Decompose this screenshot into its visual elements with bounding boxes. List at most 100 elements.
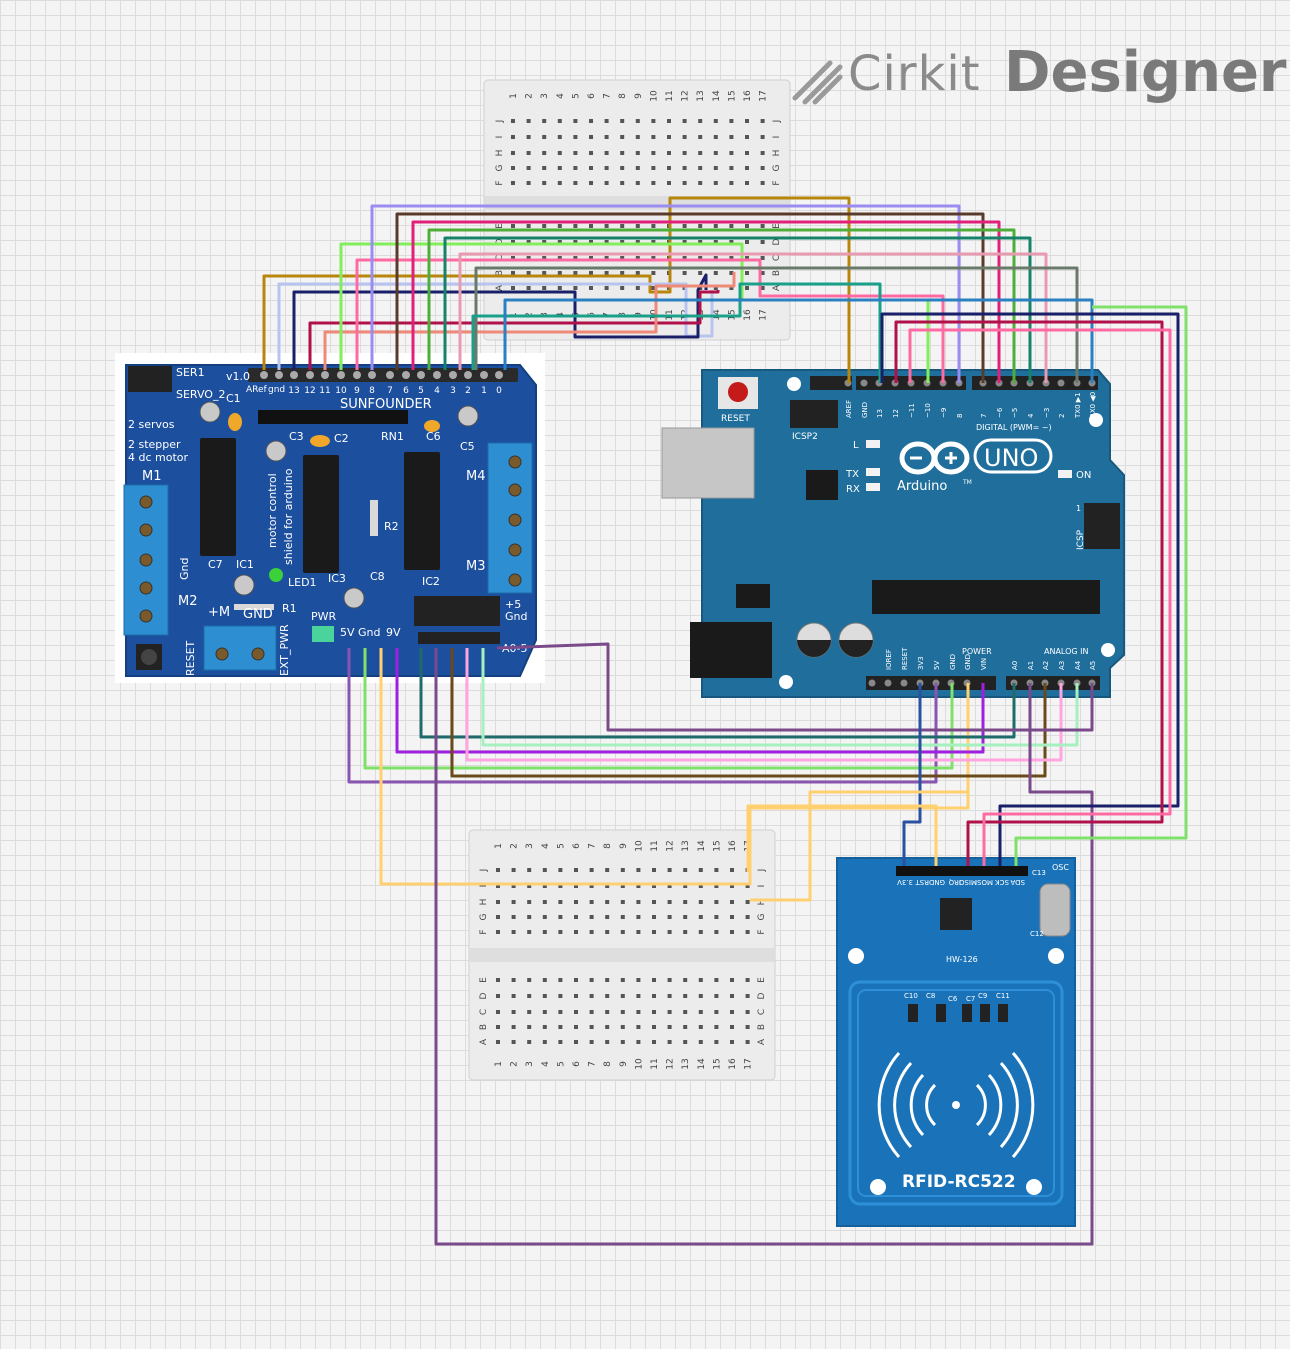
breadboard-row-letter: B: [495, 270, 505, 276]
breadboard-column-number: 16: [728, 1058, 738, 1070]
breadboard-hole: [651, 181, 656, 185]
shield-header-pin[interactable]: [306, 371, 314, 379]
arduino-digital-pin[interactable]: [860, 379, 868, 387]
breadboard-row-letter: E: [772, 223, 782, 229]
shield-header-pin[interactable]: [368, 371, 376, 379]
shield-rn1-label: RN1: [381, 430, 404, 443]
breadboard-hole: [760, 240, 765, 244]
shield-servos-label: 2 servos: [128, 418, 175, 431]
breadboard-hole: [604, 181, 609, 185]
breadboard-row-letter: B: [479, 1024, 489, 1030]
arduino-digital-pin-label: TX0 ▶1: [1074, 392, 1082, 419]
breadboard-hole: [542, 224, 547, 228]
shield-header-pin[interactable]: [464, 371, 472, 379]
arduino-digital-pin-label: ~9: [940, 408, 948, 418]
rfid-rc522-module: OSC HW-126 RFID-RC522 C10 C8 C6 C7 C9 C1…: [836, 857, 1076, 1227]
arduino-power-pin[interactable]: [868, 679, 876, 687]
breadboard-hole: [589, 271, 593, 275]
shield-header-pin[interactable]: [353, 371, 361, 379]
shield-header-pin[interactable]: [449, 371, 457, 379]
shield-ic1-label: IC1: [236, 558, 254, 571]
breadboard-hole: [558, 930, 563, 934]
shield-ic2-label: IC2: [422, 575, 440, 588]
breadboard-hole: [730, 1040, 734, 1044]
breadboard-hole: [605, 1025, 610, 1029]
shield-header-pin[interactable]: [337, 371, 345, 379]
breadboard-hole: [511, 900, 516, 904]
breadboard-hole: [745, 256, 749, 260]
arduino-power-pin[interactable]: [884, 679, 892, 687]
rfid-c12-label: C12: [1030, 930, 1044, 938]
breadboard-hole: [589, 868, 594, 872]
breadboard-hole: [729, 256, 734, 260]
breadboard-hole: [713, 135, 718, 139]
breadboard-hole: [635, 135, 640, 139]
breadboard-hole: [620, 915, 625, 919]
breadboard-hole: [714, 1025, 719, 1029]
breadboard-hole: [589, 1040, 594, 1044]
breadboard-hole: [558, 978, 563, 982]
breadboard-column-number: 1: [494, 843, 504, 849]
arduino-digital-pin-label: 4: [1027, 413, 1035, 418]
connection-wire: [902, 683, 922, 866]
breadboard-hole: [511, 930, 516, 934]
breadboard-hole: [542, 151, 547, 155]
connection-wire: [411, 220, 1001, 383]
shield-header-pin[interactable]: [321, 371, 329, 379]
shield-header-pin[interactable]: [260, 371, 268, 379]
shield-header-pin[interactable]: [275, 371, 283, 379]
breadboard-hole: [651, 256, 656, 260]
shield-header-pin[interactable]: [417, 371, 425, 379]
shield-header-pin-label: 6: [403, 386, 409, 396]
breadboard-hole: [574, 1040, 578, 1044]
breadboard-column-number: 2: [510, 1061, 520, 1067]
breadboard-column-number: 14: [697, 1058, 707, 1070]
connection-wire: [363, 648, 954, 770]
breadboard-hole: [589, 181, 593, 185]
connection-wire: [1014, 305, 1188, 866]
shield-stepper-label: 2 stepper: [128, 438, 181, 451]
breadboard-row-letter: F: [495, 180, 505, 185]
rfid-c13-label: C13: [1032, 869, 1046, 877]
arduino-reset-label: RESET: [721, 414, 750, 424]
breadboard-hole: [730, 930, 734, 934]
breadboard-hole: [574, 915, 578, 919]
shield-header-pin[interactable]: [290, 371, 298, 379]
breadboard-column-number: 9: [634, 93, 644, 99]
shield-header-pin[interactable]: [402, 371, 410, 379]
arduino-digital-pin[interactable]: [1057, 379, 1065, 387]
breadboard-row-letter: G: [495, 164, 505, 171]
shield-header-pin[interactable]: [386, 371, 394, 379]
connection-wire: [395, 648, 985, 754]
breadboard-hole: [542, 900, 547, 904]
breadboard-hole: [527, 930, 532, 934]
breadboard-hole: [574, 1025, 578, 1029]
breadboard-row-letter: G: [757, 913, 767, 920]
shield-header-pin-label: 1: [481, 386, 487, 396]
breadboard-hole: [652, 900, 656, 904]
shield-c7-label: C7: [208, 558, 223, 571]
arduino-power-pin[interactable]: [900, 679, 908, 687]
breadboard-hole: [496, 884, 500, 888]
breadboard-hole: [729, 181, 734, 185]
rfid-chip: [940, 898, 972, 930]
breadboard-hole: [729, 271, 734, 275]
breadboard-column-number: 7: [588, 1061, 598, 1067]
breadboard-hole: [620, 166, 625, 170]
breadboard-hole: [714, 994, 719, 998]
breadboard-hole: [496, 1040, 500, 1044]
breadboard-hole: [526, 151, 531, 155]
breadboard-hole: [652, 1025, 656, 1029]
breadboard-hole: [542, 256, 547, 260]
breadboard-hole: [683, 1040, 688, 1044]
breadboard-hole: [683, 915, 688, 919]
connection-wire: [880, 312, 1180, 866]
shield-header-pin-label: 2: [465, 386, 471, 396]
breadboard-hole: [667, 915, 672, 919]
breadboard-column-number: 11: [665, 90, 675, 101]
shield-header-pin[interactable]: [495, 371, 503, 379]
connection-wire: [458, 252, 1048, 383]
shield-gnd-small-label: Gnd: [505, 610, 527, 623]
shield-header-pin[interactable]: [480, 371, 488, 379]
shield-header-pin[interactable]: [433, 371, 441, 379]
